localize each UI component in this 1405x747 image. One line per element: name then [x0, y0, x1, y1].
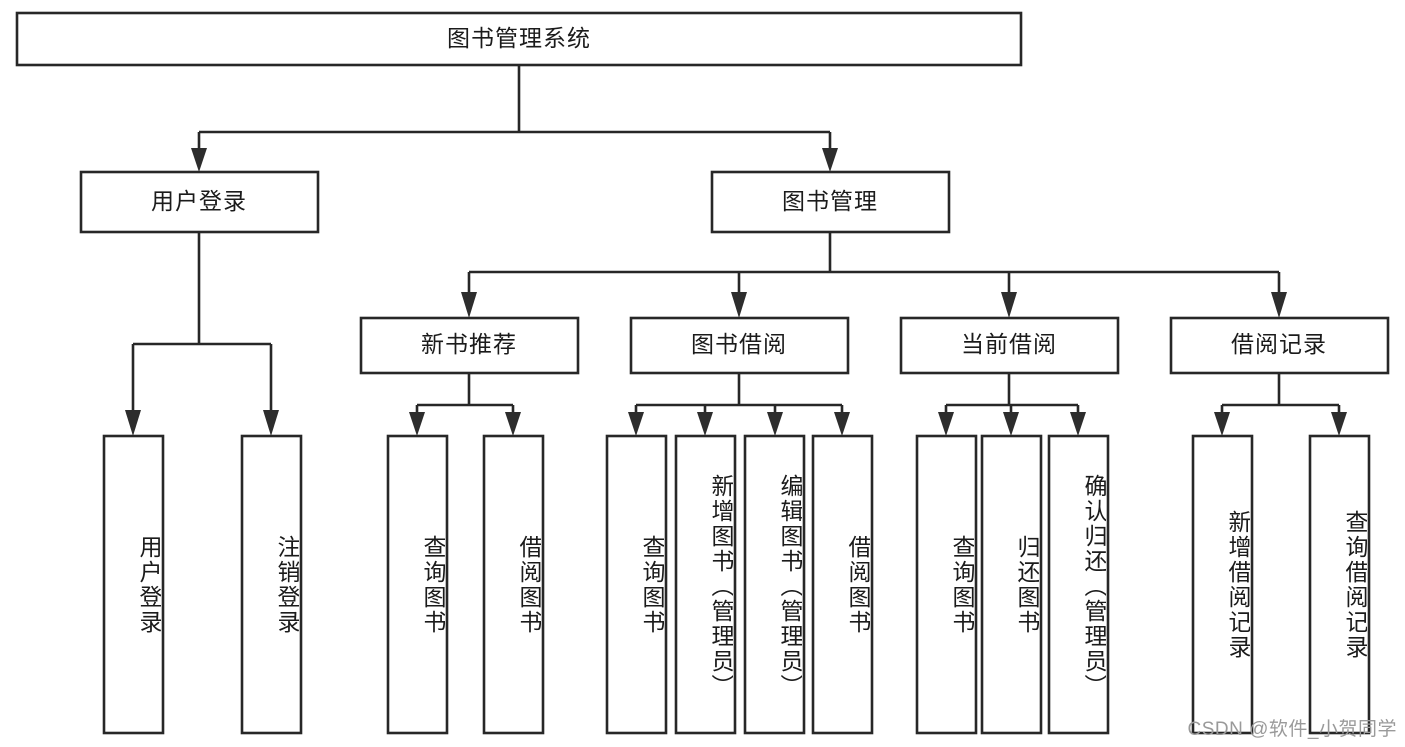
leaf-current-borrow-1-label: 查询图书 — [949, 534, 974, 635]
leaf-borrow-record-2[interactable]: 查询借阅记录 — [1308, 434, 1371, 735]
leaf-user-login-2[interactable]: 注销登录 — [240, 434, 303, 735]
leaf-current-borrow-3[interactable]: 确认归还（管理员） — [1047, 434, 1110, 735]
node-root[interactable]: 图书管理系统 — [15, 11, 1023, 67]
leaf-user-login-1-box[interactable] — [102, 434, 165, 735]
leaf-borrow-record-2-label: 查询借阅记录 — [1342, 509, 1367, 660]
node-borrow-record[interactable]: 借阅记录 — [1169, 316, 1390, 375]
arrow-head-to-current-borrow — [1001, 292, 1017, 318]
leaf-book-borrow-1-box[interactable] — [605, 434, 668, 735]
arrow-head-to-user-login — [191, 148, 207, 172]
node-book-manage-box[interactable] — [710, 170, 951, 234]
leaf-borrow-record-1[interactable]: 新增借阅记录 — [1191, 434, 1254, 735]
node-book-borrow-box[interactable] — [629, 316, 850, 375]
arrow-head-bookborrow-leaf-2 — [697, 412, 713, 436]
node-user-login[interactable]: 用户登录 — [79, 170, 320, 234]
arrow-head-to-book-borrow — [731, 292, 747, 318]
leaf-book-borrow-2-label: 新增图书（管理员） — [708, 474, 733, 699]
node-borrow-record-label: 借阅记录 — [1231, 331, 1327, 357]
leaf-current-borrow-3-box[interactable] — [1047, 434, 1110, 735]
leaf-new-book-2[interactable]: 借阅图书 — [482, 434, 545, 735]
arrow-head-currentborrow-leaf-1 — [938, 412, 954, 436]
leaf-new-book-1-label: 查询图书 — [420, 534, 445, 635]
arrow-head-userlogin-leaf-1 — [125, 410, 141, 436]
node-new-book-recommend-box[interactable] — [359, 316, 580, 375]
node-user-login-label: 用户登录 — [151, 188, 247, 214]
arrow-head-to-borrow-record — [1271, 292, 1287, 318]
node-book-borrow[interactable]: 图书借阅 — [629, 316, 850, 375]
arrow-head-to-book-manage — [822, 148, 838, 172]
node-new-book-recommend-label: 新书推荐 — [421, 331, 517, 357]
leaf-book-borrow-1-label: 查询图书 — [639, 534, 664, 635]
leaf-current-borrow-2[interactable]: 归还图书 — [980, 434, 1043, 735]
leaf-book-borrow-4-box[interactable] — [811, 434, 874, 735]
arrow-head-newbook-leaf-2 — [505, 412, 521, 436]
leaf-book-borrow-3-box[interactable] — [743, 434, 806, 735]
node-user-login-box[interactable] — [79, 170, 320, 234]
connector-layer — [125, 65, 1347, 436]
node-root-box[interactable] — [15, 11, 1023, 67]
arrow-head-to-new-book — [461, 292, 477, 318]
leaf-book-borrow-4-label: 借阅图书 — [845, 534, 870, 635]
leaf-book-borrow-3[interactable]: 编辑图书（管理员） — [743, 434, 806, 735]
node-new-book-recommend[interactable]: 新书推荐 — [359, 316, 580, 375]
arrow-head-bookborrow-leaf-4 — [834, 412, 850, 436]
leaf-borrow-record-2-box[interactable] — [1308, 434, 1371, 735]
leaf-user-login-2-box[interactable] — [240, 434, 303, 735]
arrow-head-currentborrow-leaf-2 — [1003, 412, 1019, 436]
arrow-head-currentborrow-leaf-3 — [1070, 412, 1086, 436]
leaf-current-borrow-2-label: 归还图书 — [1014, 534, 1039, 635]
leaf-user-login-1-label: 用户登录 — [136, 534, 161, 635]
leaf-borrow-record-1-box[interactable] — [1191, 434, 1254, 735]
leaf-book-borrow-1[interactable]: 查询图书 — [605, 434, 668, 735]
node-borrow-record-box[interactable] — [1169, 316, 1390, 375]
arrow-head-borrowrecord-leaf-1 — [1214, 412, 1230, 436]
node-current-borrow-label: 当前借阅 — [961, 331, 1057, 357]
leaf-current-borrow-1[interactable]: 查询图书 — [915, 434, 978, 735]
node-book-manage-label: 图书管理 — [782, 188, 878, 214]
node-root-label: 图书管理系统 — [447, 25, 591, 51]
node-book-manage[interactable]: 图书管理 — [710, 170, 951, 234]
leaf-book-borrow-2[interactable]: 新增图书（管理员） — [674, 434, 737, 735]
leaf-user-login-1[interactable]: 用户登录 — [102, 434, 165, 735]
node-current-borrow[interactable]: 当前借阅 — [899, 316, 1120, 375]
leaf-current-borrow-3-label: 确认归还（管理员） — [1081, 474, 1106, 699]
arrow-head-bookborrow-leaf-1 — [628, 412, 644, 436]
leaf-borrow-record-1-label: 新增借阅记录 — [1225, 509, 1250, 660]
arrow-head-newbook-leaf-1 — [409, 412, 425, 436]
leaf-new-book-1[interactable]: 查询图书 — [386, 434, 449, 735]
leaf-user-login-2-label: 注销登录 — [274, 534, 299, 635]
leaf-book-borrow-4[interactable]: 借阅图书 — [811, 434, 874, 735]
leaf-new-book-2-label: 借阅图书 — [516, 534, 541, 635]
leaf-new-book-1-box[interactable] — [386, 434, 449, 735]
leaf-book-borrow-2-box[interactable] — [674, 434, 737, 735]
arrow-head-borrowrecord-leaf-2 — [1331, 412, 1347, 436]
arrow-head-userlogin-leaf-2 — [263, 410, 279, 436]
arrow-head-bookborrow-leaf-3 — [767, 412, 783, 436]
leaf-current-borrow-2-box[interactable] — [980, 434, 1043, 735]
leaf-new-book-2-box[interactable] — [482, 434, 545, 735]
leaf-current-borrow-1-box[interactable] — [915, 434, 978, 735]
node-current-borrow-box[interactable] — [899, 316, 1120, 375]
node-book-borrow-label: 图书借阅 — [691, 331, 787, 357]
leaf-book-borrow-3-label: 编辑图书（管理员） — [777, 474, 802, 699]
